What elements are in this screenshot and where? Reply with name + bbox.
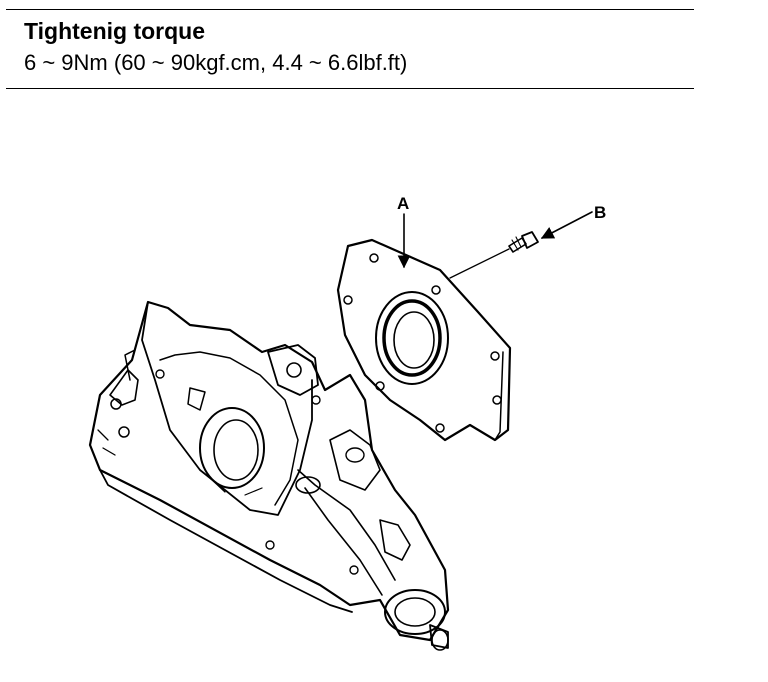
torque-title: Tightenig torque — [24, 18, 206, 44]
bolt — [449, 231, 539, 279]
callout-b-label: B — [594, 203, 606, 222]
callout-b-leader — [540, 211, 593, 239]
oil-seal-plate — [336, 238, 512, 442]
torque-value: 6 ~ 9Nm (60 ~ 90kgf.cm, 4.4 ~ 6.6lbf.ft) — [24, 50, 408, 75]
top-rule — [6, 9, 694, 10]
callout-a-label: A — [397, 194, 409, 213]
oil-pump-housing — [88, 300, 450, 651]
bottom-rule — [6, 88, 694, 89]
